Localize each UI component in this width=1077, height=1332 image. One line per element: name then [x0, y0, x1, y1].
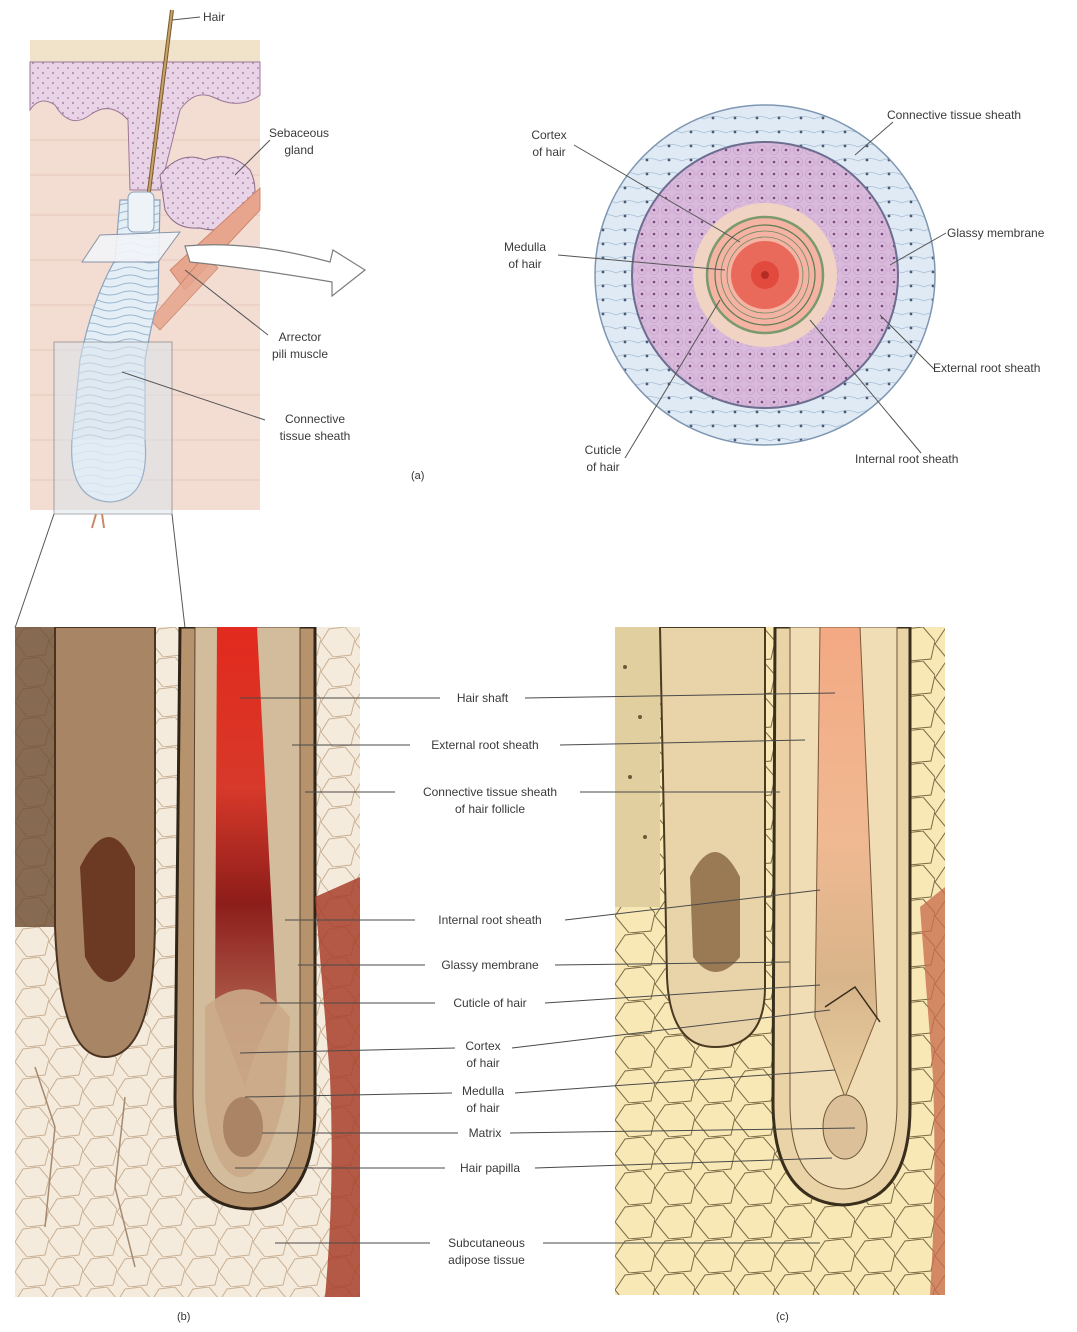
- sebaceous-gland-label: Sebaceous gland: [264, 125, 334, 159]
- medulla-of-hair-label: Medulla of hair: [448, 1083, 518, 1117]
- glassy-membrane-label: Glassy membrane: [420, 957, 560, 974]
- cortex-of-hair-label: Cortex of hair: [450, 1038, 516, 1072]
- hair-shaft-label: Hair shaft: [430, 690, 535, 707]
- panel-label-c: (c): [776, 1311, 789, 1323]
- internal-root-sheath-label-a: Internal root sheath: [855, 451, 958, 468]
- internal-root-sheath-label: Internal root sheath: [410, 912, 570, 929]
- cuticle-label-a: Cuticle of hair: [571, 442, 635, 476]
- external-root-sheath-label-a: External root sheath: [933, 360, 1040, 377]
- cuticle-of-hair-label: Cuticle of hair: [430, 995, 550, 1012]
- glassy-membrane-label-a: Glassy membrane: [947, 225, 1044, 242]
- cortex-label-a: Cortex of hair: [517, 127, 581, 161]
- connective-tissue-sheath-label-a: Connective tissue sheath: [262, 411, 368, 445]
- connective-tissue-sheath-label: Connective tissue sheath of hair follicl…: [392, 784, 588, 818]
- panel-label-a: (a): [411, 470, 424, 482]
- hair-label: Hair: [203, 9, 225, 26]
- arrector-pili-label: Arrector pili muscle: [262, 329, 338, 363]
- connective-tissue-sheath-label-a-right: Connective tissue sheath: [887, 107, 1021, 124]
- matrix-label: Matrix: [455, 1125, 515, 1142]
- medulla-label-a: Medulla of hair: [493, 239, 557, 273]
- hair-papilla-label: Hair papilla: [440, 1160, 540, 1177]
- subcutaneous-adipose-label: Subcutaneous adipose tissue: [425, 1235, 548, 1269]
- external-root-sheath-label: External root sheath: [405, 737, 565, 754]
- panel-label-b: (b): [177, 1311, 190, 1323]
